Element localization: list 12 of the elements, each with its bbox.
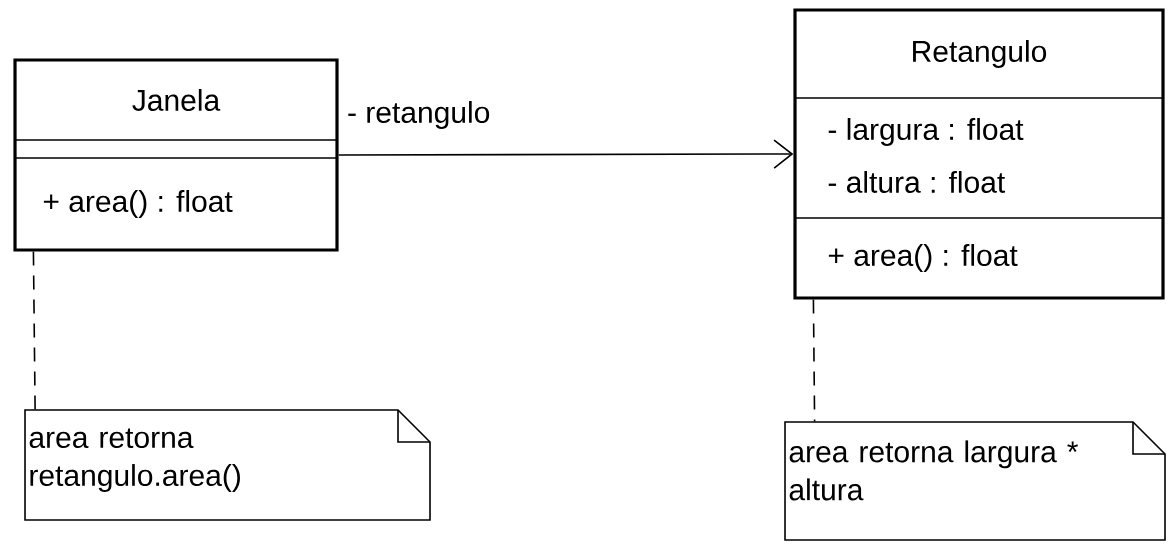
role-label: - retangulo xyxy=(348,101,490,129)
class-name: Retangulo xyxy=(913,40,1047,68)
class-name: Janela xyxy=(132,89,221,111)
method-text: + area() : float xyxy=(43,190,233,218)
dashed-line xyxy=(32,250,36,411)
note-box: area retorna largura * altura xyxy=(784,421,1166,541)
attribute-text: - altura : float xyxy=(828,171,1006,193)
association-arrow xyxy=(337,139,794,169)
method-text: + area() : float xyxy=(828,244,1018,272)
attribute-text: - largura : float xyxy=(828,118,1024,146)
note-box: area retorna retangulo.area() xyxy=(24,409,431,521)
dashed-line xyxy=(812,298,816,423)
